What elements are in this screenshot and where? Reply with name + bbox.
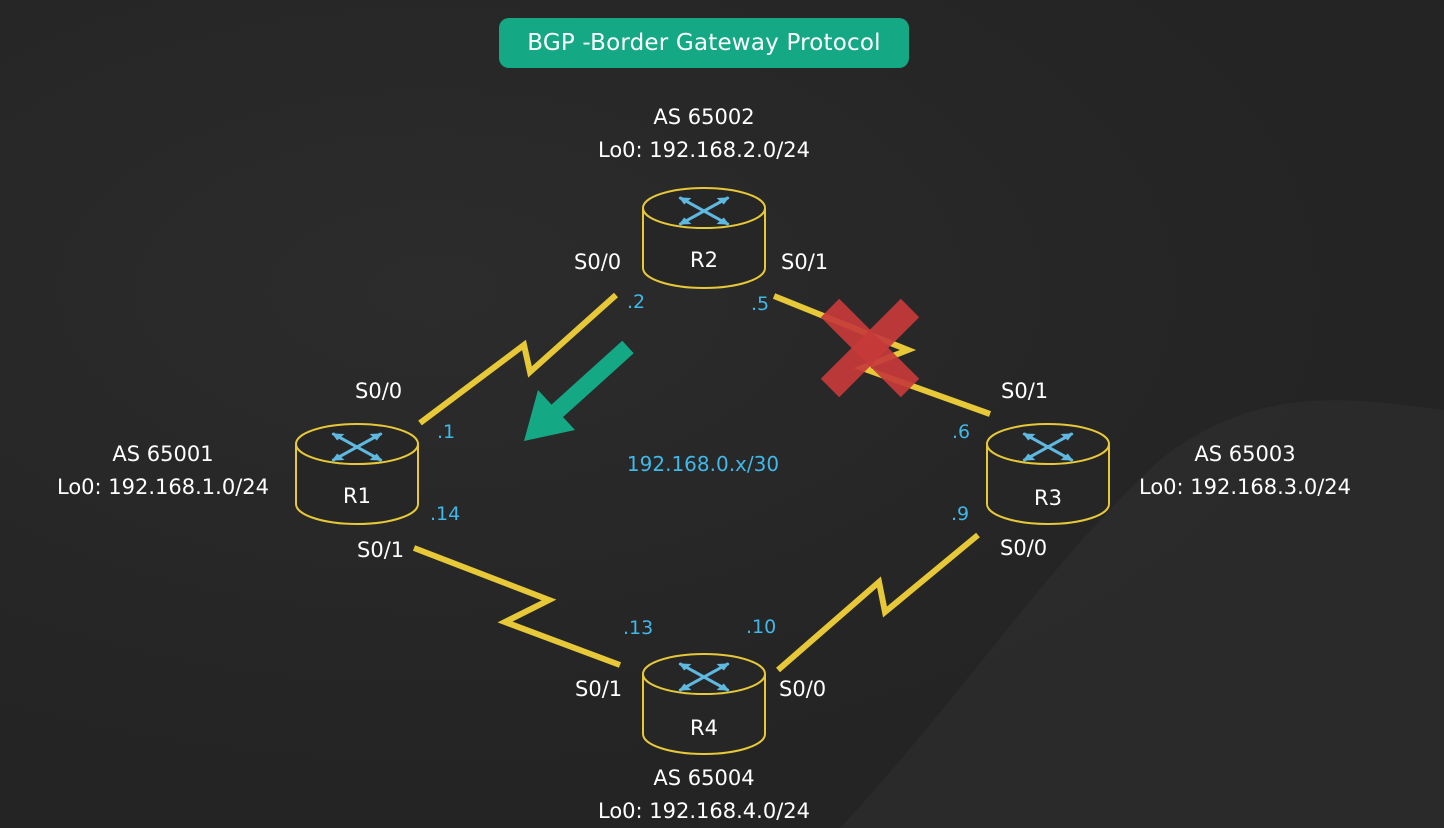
r2-s01-label: S0/1 <box>781 250 829 274</box>
subnet-label: 192.168.0.x/30 <box>626 452 780 476</box>
r3-s00-label: S0/0 <box>1000 536 1048 560</box>
r2-loopback-label: Lo0: 192.168.2.0/24 <box>598 138 810 162</box>
router-name-r3: R3 <box>1034 486 1062 510</box>
link-r3-r4 <box>776 532 980 673</box>
r4-s00-ip: .10 <box>746 616 777 638</box>
x-mark-icon <box>820 298 920 398</box>
r2-s01-ip: .5 <box>751 293 770 315</box>
r4-s01-label: S0/1 <box>575 677 623 701</box>
r1-s00-label: S0/0 <box>355 379 403 403</box>
router-icon-r4 <box>642 653 766 755</box>
r2-s00-label: S0/0 <box>574 250 622 274</box>
r4-as-label: AS 65004 <box>653 766 755 790</box>
r2-s00-ip: .2 <box>627 291 646 313</box>
router-icon-r3 <box>986 423 1110 525</box>
r3-as-label: AS 65003 <box>1194 442 1296 466</box>
r2-as-label: AS 65002 <box>653 105 755 129</box>
r3-s00-ip: .9 <box>951 503 970 525</box>
router-name-r4: R4 <box>690 716 718 740</box>
r4-s00-label: S0/0 <box>779 677 827 701</box>
router-name-r2: R2 <box>690 248 718 272</box>
r4-s01-ip: .13 <box>623 617 654 639</box>
r4-loopback-label: Lo0: 192.168.4.0/24 <box>598 799 810 823</box>
r1-s00-ip: .1 <box>437 421 456 443</box>
r1-s01-label: S0/1 <box>357 538 405 562</box>
r1-loopback-label: Lo0: 192.168.1.0/24 <box>57 475 269 499</box>
router-name-r1: R1 <box>343 484 371 508</box>
r1-as-label: AS 65001 <box>112 442 214 466</box>
r3-loopback-label: Lo0: 192.168.3.0/24 <box>1139 475 1351 499</box>
r1-s01-ip: .14 <box>430 503 461 525</box>
router-icon-r2 <box>642 187 766 289</box>
router-icon-r1 <box>295 423 419 525</box>
link-r1-r2 <box>418 292 619 426</box>
arrow-icon <box>524 340 634 441</box>
r3-s01-ip: .6 <box>952 421 971 443</box>
link-r1-r4 <box>412 545 622 668</box>
r3-s01-label: S0/1 <box>1001 379 1049 403</box>
page-title: BGP -Border Gateway Protocol <box>499 18 909 68</box>
